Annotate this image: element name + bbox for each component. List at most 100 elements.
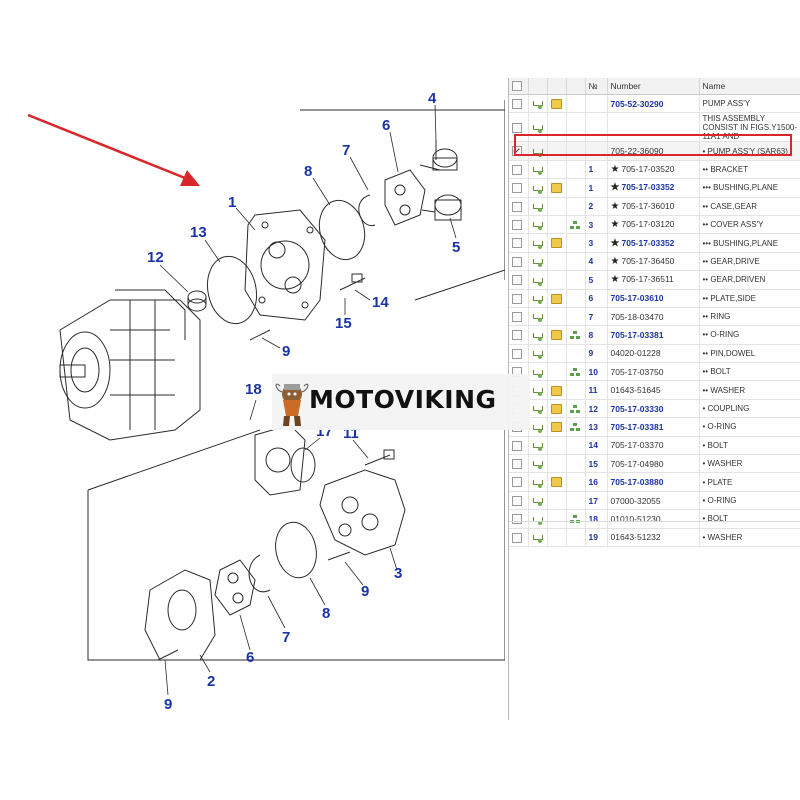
part-number-cell[interactable]: ★705-17-03352 [607, 233, 700, 253]
table-row[interactable]: 5★705-17-36511•• GEAR,DRIVEN [509, 270, 800, 290]
structure-tree-icon[interactable] [570, 423, 580, 432]
part-number-cell[interactable]: 705-17-03330 [607, 399, 700, 419]
row-select-cell[interactable] [509, 94, 529, 114]
add-to-cart-icon[interactable] [532, 442, 543, 452]
add-to-cart-icon[interactable] [532, 516, 543, 525]
row-select-cell[interactable] [509, 454, 529, 474]
cart-cell[interactable] [528, 399, 548, 419]
add-to-cart-icon[interactable] [532, 313, 543, 323]
row-select-cell[interactable] [509, 436, 529, 456]
package-icon[interactable] [550, 330, 562, 341]
cart-cell[interactable] [528, 270, 548, 290]
select-all-column[interactable] [509, 78, 529, 95]
add-to-cart-icon[interactable] [532, 460, 543, 470]
package-icon[interactable] [550, 183, 562, 194]
row-select-cell[interactable] [509, 215, 529, 235]
cart-cell[interactable] [528, 344, 548, 364]
cart-cell[interactable] [528, 289, 548, 308]
row-select-cell[interactable] [509, 160, 529, 180]
part-number[interactable]: 705-17-03381 [610, 329, 664, 340]
package-icon[interactable] [550, 477, 562, 488]
row-checkbox[interactable] [512, 477, 522, 488]
package-icon[interactable] [550, 422, 562, 433]
cart-cell[interactable] [528, 325, 548, 345]
add-to-cart-icon[interactable] [532, 277, 543, 286]
row-checkbox[interactable] [512, 256, 522, 267]
table-row[interactable]: 1★705-17-03352••• BUSHING,PLANE [509, 178, 800, 198]
package-icon[interactable] [550, 385, 562, 396]
row-select-cell[interactable] [509, 528, 529, 547]
cart-cell[interactable] [528, 454, 548, 474]
cart-cell[interactable] [528, 178, 548, 198]
part-number[interactable]: 705-17-03330 [610, 403, 664, 414]
row-checkbox[interactable] [512, 164, 522, 175]
add-to-cart-icon[interactable] [532, 424, 543, 433]
cart-cell[interactable] [528, 307, 548, 327]
cart-cell[interactable] [528, 491, 548, 511]
table-row[interactable]: 3★705-17-03352••• BUSHING,PLANE [509, 233, 800, 253]
add-to-cart-icon[interactable] [532, 240, 543, 249]
row-checkbox[interactable] [512, 238, 522, 249]
name-column-header[interactable]: Name [699, 78, 800, 95]
row-checkbox[interactable] [512, 311, 522, 322]
cart-cell[interactable] [528, 160, 548, 180]
part-number-cell[interactable]: 705-17-03880 [607, 472, 700, 492]
structure-tree-icon[interactable] [570, 404, 580, 414]
add-to-cart-icon[interactable] [532, 124, 543, 134]
add-to-cart-icon[interactable] [532, 387, 543, 396]
table-row[interactable]: 2★705-17-36010•• CASE,GEAR [509, 197, 800, 216]
add-to-cart-icon[interactable] [532, 203, 543, 212]
box-cell[interactable] [547, 233, 567, 253]
add-to-cart-icon[interactable] [532, 369, 543, 378]
box-cell[interactable] [547, 472, 567, 492]
row-checkbox[interactable] [512, 293, 522, 304]
package-icon[interactable] [550, 99, 562, 110]
add-to-cart-icon[interactable] [532, 100, 543, 110]
box-cell[interactable] [547, 399, 567, 419]
number-column-header[interactable]: Number [607, 78, 700, 95]
add-to-cart-icon[interactable] [532, 332, 543, 341]
cart-cell[interactable] [528, 233, 548, 253]
table-row[interactable]: 1★705-17-03520•• BRACKET [509, 160, 800, 180]
row-select-cell[interactable] [509, 178, 529, 198]
row-checkbox[interactable] [512, 183, 522, 194]
part-number[interactable]: 705-17-03352 [621, 237, 675, 248]
select-all-checkbox[interactable] [512, 81, 522, 92]
tree-cell[interactable] [566, 325, 586, 345]
row-select-cell[interactable] [509, 509, 529, 529]
tree-cell[interactable] [566, 362, 586, 382]
box-cell[interactable] [547, 178, 567, 198]
cart-cell[interactable] [528, 362, 548, 382]
tree-cell[interactable] [566, 215, 586, 235]
tree-cell[interactable] [566, 399, 586, 419]
structure-tree-icon[interactable] [570, 331, 580, 340]
part-number-cell[interactable]: 705-17-03381 [607, 417, 700, 437]
package-icon[interactable] [550, 403, 562, 414]
add-to-cart-icon[interactable] [532, 350, 543, 360]
part-number[interactable]: 705-17-03610 [610, 293, 664, 304]
add-to-cart-icon[interactable] [532, 295, 543, 304]
add-to-cart-icon[interactable] [532, 405, 543, 415]
row-checkbox[interactable] [512, 459, 522, 470]
row-select-cell[interactable] [509, 252, 529, 272]
row-select-cell[interactable] [509, 472, 529, 492]
part-number-cell[interactable]: 705-17-03381 [607, 325, 700, 345]
row-checkbox[interactable] [512, 532, 522, 543]
cart-cell[interactable] [528, 472, 548, 492]
add-to-cart-icon[interactable] [532, 221, 543, 231]
row-select-cell[interactable] [509, 344, 529, 364]
row-select-cell[interactable] [509, 307, 529, 327]
row-checkbox[interactable] [512, 440, 522, 451]
